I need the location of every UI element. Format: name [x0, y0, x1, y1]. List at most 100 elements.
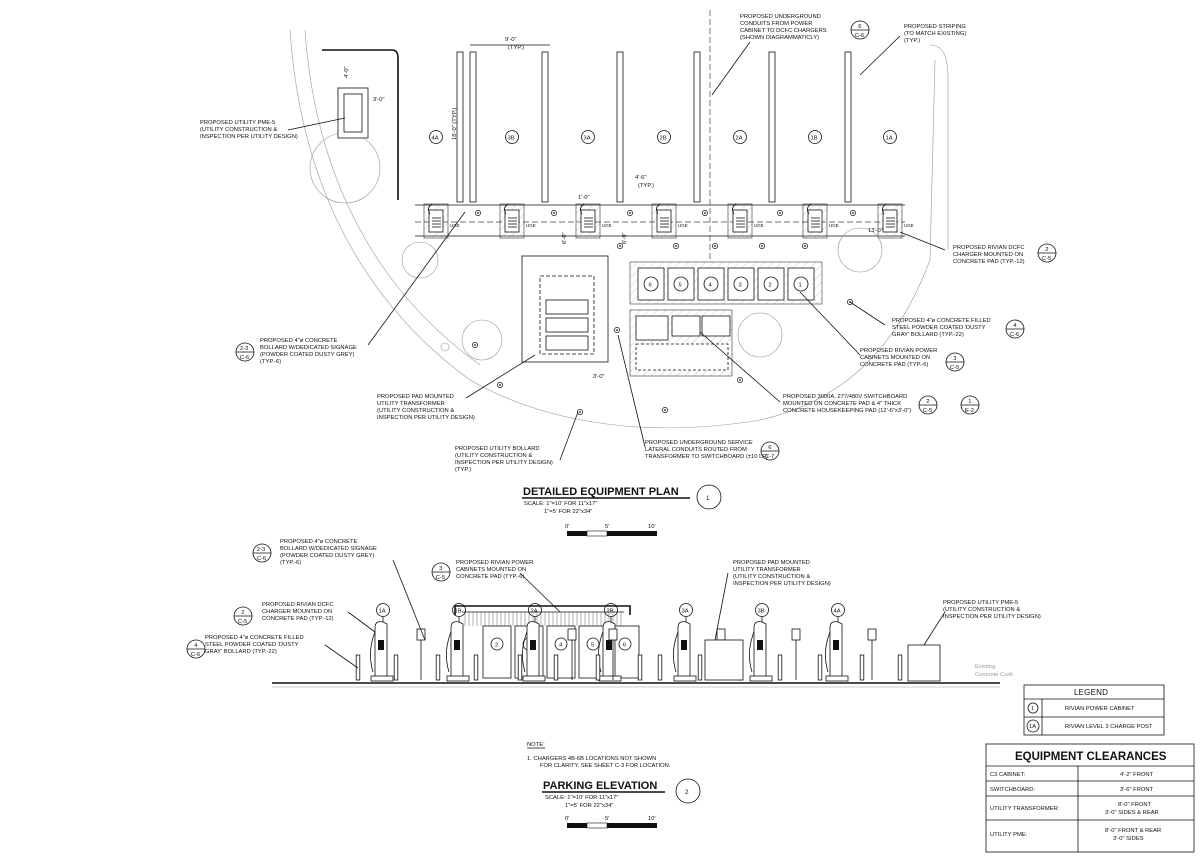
callout-switchboard-line-2: MOUNTED ON CONCRETE PAD & 4" THICK [783, 401, 901, 407]
clearance-item-3: UTILITY TRANSFORMER: [990, 806, 1060, 812]
elevation-charger [753, 621, 767, 681]
stall-marker [733, 130, 747, 144]
callout-concrete-bollard-line-3: (POWDER COATED DUSTY GREY) [260, 352, 355, 358]
elevation-bollard [355, 654, 361, 681]
utility-pme: 4'-0" 3'-0" [322, 49, 399, 200]
uge-tag: UGE [904, 223, 914, 228]
cabinet-number-5: 5 [679, 283, 682, 289]
curb-label-2: Concrete Curb [975, 672, 1013, 678]
parking-elevation: Existing Concrete Curb 23456 1A1B2A2B3A3… [186, 539, 1041, 829]
note-block: NOTE: 1. CHARGERS 4B-6B LOCATIONS NOT SH… [527, 742, 671, 769]
dim-sw-gap: 3'-0" [593, 374, 605, 380]
elevation-bollard [553, 654, 559, 681]
stall-marker [429, 130, 443, 144]
charger-screen [378, 640, 384, 650]
callout-e-cab-ref-bottom: C-5 [436, 575, 445, 581]
curb-label-1: Existing [975, 664, 995, 670]
uge-tag: UGE [754, 223, 764, 228]
callout-underground-ref-top: 6 [858, 24, 861, 30]
note-item-2: FOR CLARITY. SEE SHEET C-3 FOR LOCATION. [540, 763, 671, 769]
clearances-table: EQUIPMENT CLEARANCES C3 CABINET: 4'-2" F… [985, 743, 1195, 853]
cabinet-number-2: 2 [769, 283, 772, 289]
cabinet-canopy: 23456 [454, 605, 640, 679]
elevation-scale-1: SCALE: 1"=10' FOR 11"x17" [545, 795, 618, 801]
callout-e-pme-line-2: (UTILITY CONSTRUCTION & [943, 607, 1020, 613]
signage-panel [867, 628, 877, 641]
elevation-cabinet-number-4: 4 [559, 643, 563, 649]
elevation-charger [829, 621, 843, 681]
signage-panel [716, 628, 726, 641]
power-cabinet [697, 267, 725, 301]
note-item-1: 1. CHARGERS 4B-6B LOCATIONS NOT SHOWN [527, 756, 656, 762]
callout-e-transformer-line-1: PROPOSED PAD MOUNTED [733, 560, 810, 566]
callout-switchboard-ref-top: 2 [926, 399, 929, 405]
plan-scale-1: SCALE: 1"=10' FOR 11"x17" [524, 501, 597, 507]
charger-screen [681, 640, 687, 650]
callout-utility-bollard-line-1: PROPOSED UTILITY BOLLARD [455, 446, 540, 452]
stall-marker [883, 130, 897, 144]
legend: LEGEND 1 RIVIAN POWER CABINET 1A RIVIAN … [1023, 684, 1165, 736]
parking-stripes [456, 51, 852, 203]
stripe [844, 51, 852, 203]
uge-tag: UGE [526, 223, 536, 228]
elevation-bollard [473, 654, 479, 681]
elevation-bollard [517, 654, 523, 681]
callout-e-steel-line-1: PROPOSED 4"ø CONCRETE FILLED [205, 635, 304, 641]
charger-screen [606, 640, 612, 650]
cabinet-number-6: 6 [649, 283, 652, 289]
elevation-bollard [777, 654, 783, 681]
dim-to-pad: 6'-0" [562, 232, 568, 244]
callout-concrete-bollard-line-2: BOLLARD W/DEDICATED SIGNAGE [260, 345, 357, 351]
callout-e-bollard-line-1: PROPOSED 4"ø CONCRETE [280, 539, 358, 545]
elevation-number: 2 [685, 789, 689, 796]
switchboard [629, 309, 733, 377]
callout-concrete-bollard-line-1: PROPOSED 4"ø CONCRETE [260, 338, 338, 344]
legend-title: LEGEND [1074, 688, 1108, 697]
dim-typ-2: (TYP.) [638, 183, 654, 189]
stall-marker [581, 130, 595, 144]
callout-concrete-bollard-line-4: (TYP.-6) [260, 359, 281, 365]
stall-marker [505, 130, 519, 144]
uge-tag: UGE [678, 223, 688, 228]
callout-concrete-bollard-ref-top: 2-3 [240, 346, 248, 352]
clearance-value-3a: 8'-0" FRONT [1118, 802, 1152, 808]
elevation-bollard [393, 654, 399, 681]
callout-dcfc-line-3: CONCRETE PAD (TYP.-12) [953, 259, 1025, 265]
callout-service-line-2: LATERAL CONDUITS ROUTED FROM [645, 447, 747, 453]
elevation-cabinet-number-2: 2 [495, 643, 498, 649]
elevation-scale-tick-5: 5' [605, 816, 609, 822]
callout-steel-bollard-line-1: PROPOSED 4"ø CONCRETE FILLED [892, 318, 991, 324]
signage-panel [791, 628, 801, 641]
callout-e-dcfc-line-3: CONCRETE PAD (TYP.-12) [262, 616, 334, 622]
elevation-cabinet [482, 625, 512, 679]
stall-label-2b: 2B [660, 136, 667, 142]
callout-transformer-line-1: PROPOSED PAD MOUNTED [377, 394, 454, 400]
callout-e-bollard-ref-top: 2-3 [257, 547, 265, 553]
stall-label-1a: 1A [886, 136, 893, 142]
plan-scale-bar: 0' 5' 10' [565, 524, 657, 537]
plan-number: 1 [706, 495, 710, 502]
elevation-pme [907, 644, 941, 682]
elevation-stall-1b: 1B [455, 609, 462, 615]
callout-pme-line-1: PROPOSED UTILITY PME-5 [200, 120, 275, 126]
callout-concrete-bollard-ref-bottom: C-6 [240, 355, 249, 361]
clearance-item-1: C3 CABINET: [990, 772, 1026, 778]
uge-tag: UGE [602, 223, 612, 228]
tree-symbols [401, 227, 883, 361]
plan-scale-tick-0: 0' [565, 524, 569, 530]
legend-label-1: RIVIAN POWER CABINET [1065, 706, 1135, 712]
callout-e-transformer-line-4: INSPECTION PER UTILITY DESIGN) [733, 581, 831, 587]
callout-dcfc-ref-top: 2 [1045, 247, 1048, 253]
callout-switchboard-2-ref-top: 1 [968, 399, 971, 405]
elevation-cabinet-number-5: 5 [591, 643, 594, 649]
dim-pme-w: 4'-0" [344, 66, 350, 78]
callout-service-line-1: PROPOSED UNDERGROUND SERVICE [645, 440, 753, 446]
callout-dcfc-line-1: PROPOSED RIVIAN DCFC [953, 245, 1025, 251]
callout-power-cab-line-3: CONCRETE PAD (TYP.-6) [860, 362, 928, 368]
callout-power-cab-line-1: PROPOSED RIVIAN POWER [860, 348, 937, 354]
dim-typ-1: (TYP.) [508, 45, 524, 51]
power-cabinet [787, 267, 815, 301]
